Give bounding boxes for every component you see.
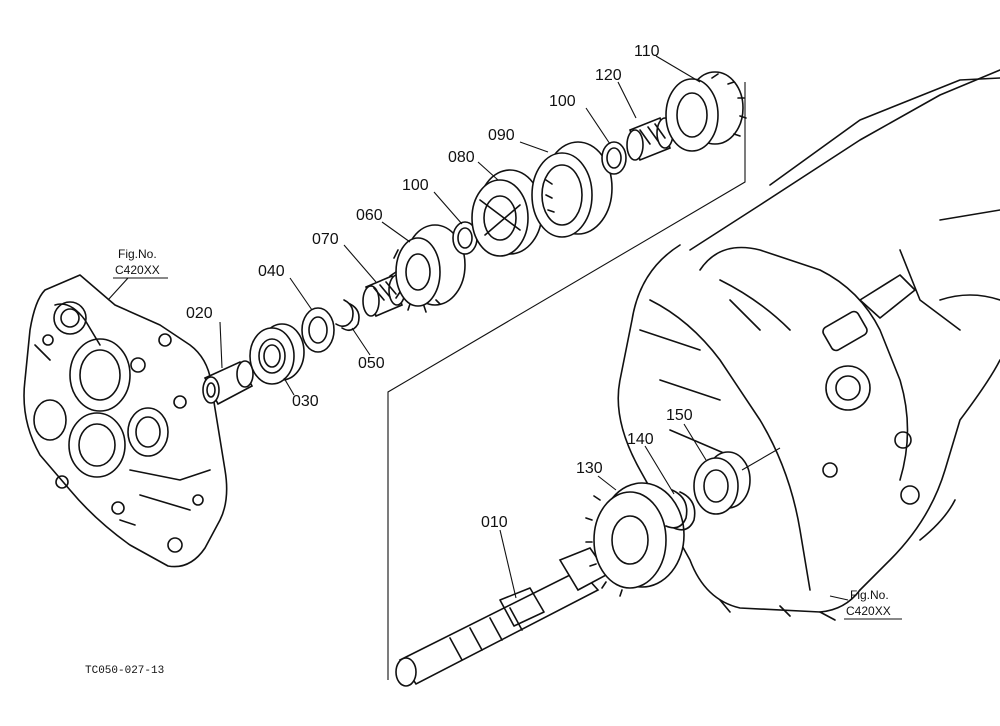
callout-060: 060 (356, 207, 383, 224)
callout-050: 050 (358, 355, 385, 372)
callout-120: 120 (595, 67, 622, 84)
callout-150: 150 (666, 407, 693, 424)
snap-ring-050 (335, 299, 360, 332)
gear-110 (665, 71, 747, 152)
shifter-hub-080 (471, 169, 543, 257)
ring-100-a (452, 221, 478, 255)
snap-ring-140 (665, 489, 696, 531)
callout-070: 070 (312, 231, 339, 248)
callout-100-b: 100 (549, 93, 576, 110)
diagram-code: TC050-027-13 (85, 665, 164, 677)
assembly-boundary (387, 82, 746, 680)
figure-ref-left-line1: Fig.No. (118, 247, 157, 261)
transmission-case (617, 69, 1000, 621)
callout-040: 040 (258, 263, 285, 280)
figure-ref-right: Fig.No. C420XX (844, 588, 902, 620)
callout-labels: 010 020 030 040 050 060 070 080 090 100 … (186, 43, 693, 531)
callout-130: 130 (576, 460, 603, 477)
figure-ref-right-line1: Fig.No. (850, 588, 889, 602)
figure-ref-left-line2: C420XX (115, 263, 160, 277)
callout-080: 080 (448, 149, 475, 166)
figure-ref-right-line2: C420XX (846, 604, 891, 618)
ball-bearing-150 (693, 451, 751, 515)
callout-010: 010 (481, 514, 508, 531)
callout-090: 090 (488, 127, 515, 144)
callout-100-a: 100 (402, 177, 429, 194)
shift-sleeve-090 (531, 141, 613, 238)
washer-040 (301, 307, 335, 353)
leader-lines (107, 55, 849, 601)
gear-130 (585, 482, 685, 597)
callout-030: 030 (292, 393, 319, 410)
ring-100-b (601, 141, 627, 175)
main-shaft-010 (395, 547, 610, 687)
needle-bearing-120 (626, 116, 674, 162)
collar-020 (202, 360, 254, 406)
ball-bearing-030 (249, 323, 305, 385)
figure-ref-left: Fig.No. C420XX (113, 247, 168, 279)
callout-140: 140 (627, 431, 654, 448)
callout-110: 110 (634, 43, 660, 60)
callout-020: 020 (186, 305, 213, 322)
gear-060 (389, 224, 466, 313)
